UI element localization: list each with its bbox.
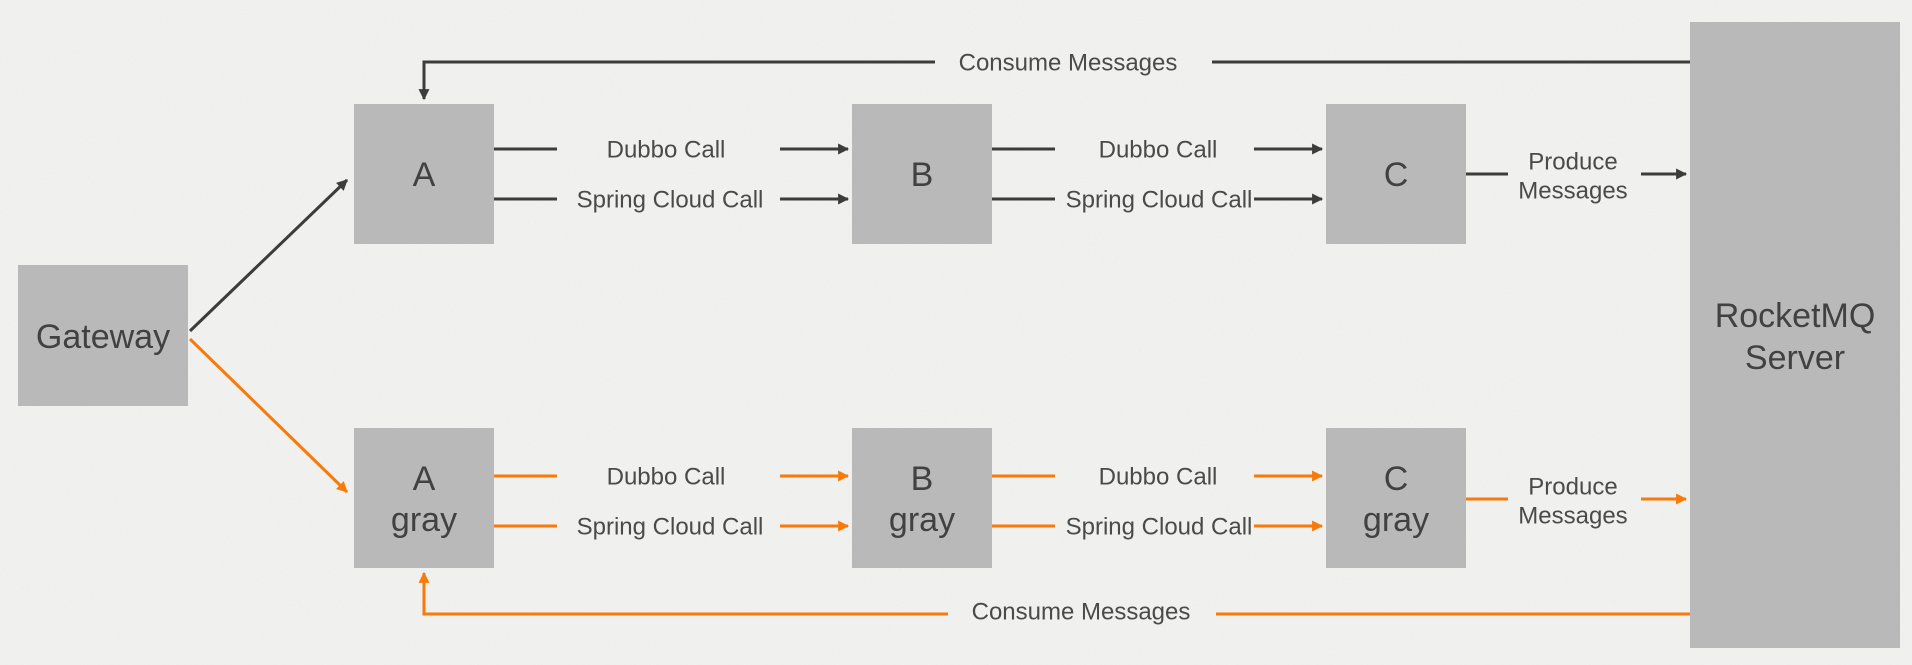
spring-cloud-call-a-b-label: Spring Cloud Call bbox=[577, 186, 764, 213]
spring-cloud-call-ag-bg-label: Spring Cloud Call bbox=[577, 513, 764, 540]
rocketmq-server-label-line2: Server bbox=[1745, 339, 1845, 377]
produce-messages-top-label-line1: Produce bbox=[1528, 148, 1617, 175]
service-c-label: C bbox=[1384, 156, 1409, 194]
node-service-c-gray-box bbox=[1326, 428, 1466, 568]
spring-cloud-call-bg-cg-label: Spring Cloud Call bbox=[1066, 513, 1253, 540]
node-service-c-box bbox=[1326, 104, 1466, 244]
dubbo-call-a-b-label: Dubbo Call bbox=[607, 136, 726, 163]
node-gateway-box bbox=[18, 265, 188, 406]
node-service-b-box bbox=[852, 104, 992, 244]
node-labels: Gateway A B C A gray B gray C gray Rocke… bbox=[36, 156, 1875, 539]
gray-flow-edges bbox=[188, 337, 1690, 616]
service-b-gray-label-line2: gray bbox=[889, 501, 955, 539]
consume-messages-bottom-label: Consume Messages bbox=[972, 598, 1191, 625]
spring-cloud-call-b-c-label: Spring Cloud Call bbox=[1066, 186, 1253, 213]
edge-labels: Consume Messages Dubbo Call Spring Cloud… bbox=[577, 49, 1628, 625]
node-service-a-box bbox=[354, 104, 494, 244]
rocketmq-server-label-line1: RocketMQ bbox=[1715, 297, 1876, 335]
edge-consume-bottom-left bbox=[418, 571, 948, 616]
dubbo-call-bg-cg-label: Dubbo Call bbox=[1099, 463, 1218, 490]
node-service-b-gray-box bbox=[852, 428, 992, 568]
service-b-label: B bbox=[911, 156, 934, 194]
gateway-label: Gateway bbox=[36, 318, 170, 356]
diagram-nodes bbox=[18, 22, 1900, 648]
service-a-label: A bbox=[413, 156, 436, 194]
produce-messages-bottom-label-line1: Produce bbox=[1528, 473, 1617, 500]
produce-messages-bottom-label-line2: Messages bbox=[1518, 502, 1627, 529]
produce-messages-top-label-line2: Messages bbox=[1518, 177, 1627, 204]
node-service-a-gray-box bbox=[354, 428, 494, 568]
consume-messages-top-label: Consume Messages bbox=[959, 49, 1178, 76]
dubbo-call-b-c-label: Dubbo Call bbox=[1099, 136, 1218, 163]
service-c-gray-label-line1: C bbox=[1384, 460, 1409, 498]
edge-gateway-to-a-gray bbox=[188, 337, 349, 494]
service-b-gray-label-line1: B bbox=[911, 460, 934, 498]
edge-consume-top-left bbox=[418, 60, 935, 101]
node-rocketmq-server-box bbox=[1690, 22, 1900, 648]
service-c-gray-label-line2: gray bbox=[1363, 501, 1429, 539]
service-a-gray-label-line1: A bbox=[413, 460, 436, 498]
service-a-gray-label-line2: gray bbox=[391, 501, 457, 539]
normal-flow-edges bbox=[188, 60, 1690, 333]
dubbo-call-ag-bg-label: Dubbo Call bbox=[607, 463, 726, 490]
edge-gateway-to-a bbox=[188, 178, 349, 333]
